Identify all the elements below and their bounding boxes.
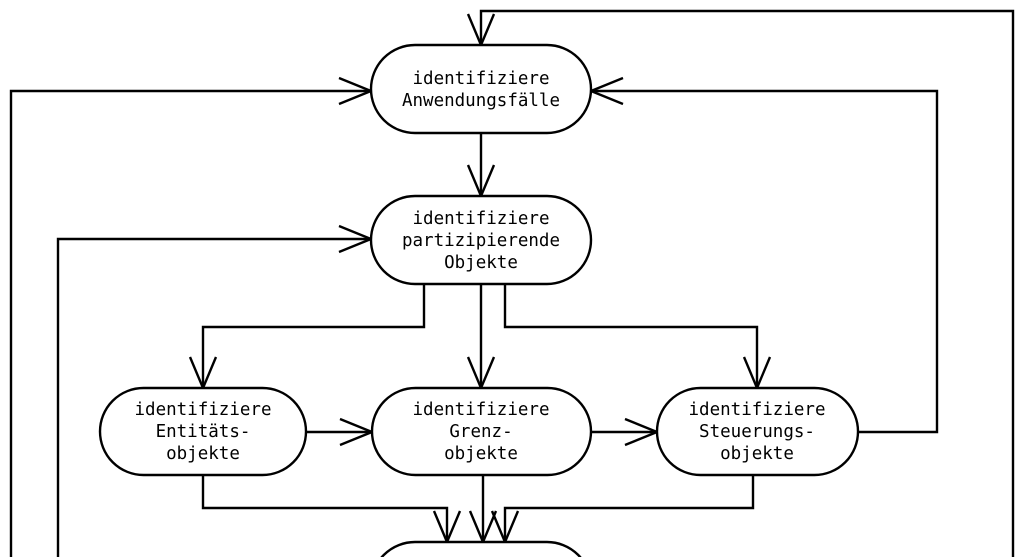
node-steuerungsobjekte-line1: identifiziere bbox=[689, 400, 826, 420]
edge-left-outer-rail-to-anwendungsfaelle bbox=[9, 89, 369, 557]
node-grenzobjekte-line1: identifiziere bbox=[413, 400, 550, 420]
node-grenzobjekte[interactable]: identifiziere Grenz- objekte bbox=[370, 386, 593, 477]
node-entitaetsobjekte[interactable]: identifiziere Entitäts- objekte bbox=[98, 386, 308, 477]
node-partizipierende-objekte[interactable]: identifiziere partizipierende Objekte bbox=[369, 194, 593, 286]
node-entitaetsobjekte-line1: identifiziere bbox=[135, 400, 272, 420]
node-entitaetsobjekte-line3: objekte bbox=[166, 444, 240, 464]
node-grenzobjekte-shape bbox=[370, 386, 593, 477]
node-steuerungsobjekte-shape bbox=[655, 386, 860, 477]
node-grenzobjekte-line3: objekte bbox=[444, 444, 518, 464]
node-steuerungsobjekte-line2: Steuerungs- bbox=[699, 422, 815, 442]
node-anwendungsfaelle[interactable]: identifiziere Anwendungsfälle bbox=[369, 43, 593, 135]
node-layer: identifiziere Anwendungsfälle identifizi… bbox=[98, 43, 860, 557]
edge-partizipierende-to-steuerungsobjekte bbox=[503, 283, 759, 387]
node-partizipierende-objekte-shape bbox=[369, 194, 593, 286]
edge-steuerungsobjekte-to-anwendungsfaelle bbox=[593, 89, 939, 434]
node-entitaetsobjekte-shape bbox=[98, 386, 308, 477]
edge-outer-top-rail bbox=[479, 9, 1015, 557]
edge-partizipierende-to-entitaetsobjekte bbox=[201, 283, 426, 387]
node-partizipierende-objekte-line1: identifiziere bbox=[413, 209, 550, 229]
node-entitaetsobjekte-line2: Entitäts- bbox=[156, 422, 251, 442]
node-anwendungsfaelle-line2: Anwendungsfälle bbox=[402, 91, 560, 111]
node-partizipierende-objekte-line3: Objekte bbox=[444, 253, 518, 273]
node-partizipierende-objekte-line2: partizipierende bbox=[402, 231, 560, 251]
node-steuerungsobjekte[interactable]: identifiziere Steuerungs- objekte bbox=[655, 386, 860, 477]
node-bottom-cropped-shape bbox=[380, 540, 582, 557]
node-bottom-cropped[interactable] bbox=[371, 540, 591, 557]
node-grenzobjekte-line2: Grenz- bbox=[449, 422, 512, 442]
node-anwendungsfaelle-shape bbox=[369, 43, 593, 135]
edge-steuerungsobjekte-to-bottom bbox=[503, 475, 755, 541]
edge-left-inner-rail-to-partizipierende bbox=[56, 237, 369, 557]
node-anwendungsfaelle-line1: identifiziere bbox=[413, 69, 550, 89]
edge-layer bbox=[9, 9, 1015, 557]
node-steuerungsobjekte-line3: objekte bbox=[720, 444, 794, 464]
edge-entitaetsobjekte-to-bottom bbox=[201, 475, 449, 541]
